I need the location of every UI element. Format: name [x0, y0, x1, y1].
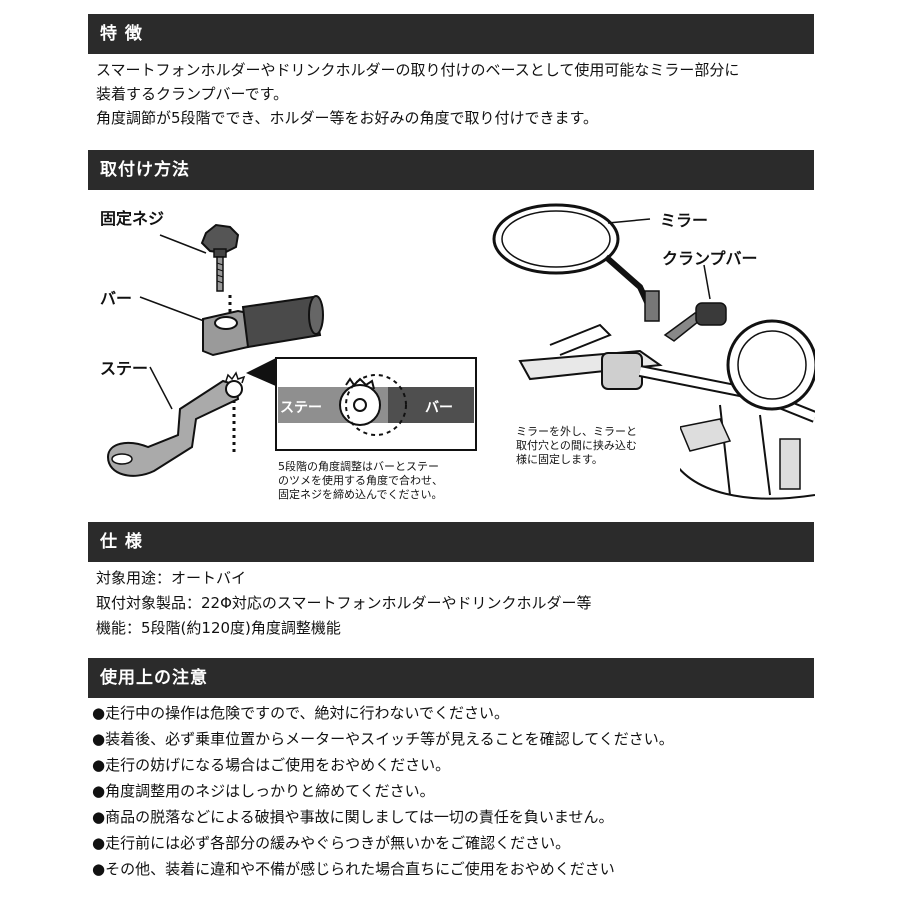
install-heading-bar: 取付け方法 — [88, 150, 814, 190]
features-heading-bar: 特 徴 — [88, 14, 814, 54]
detail-label-stay: ステー — [280, 400, 322, 416]
caption-right-line-3: 様に固定します。 — [516, 453, 603, 466]
caution-item-1: ●走行中の操作は危険ですので、絶対に行わないでください。 — [92, 704, 510, 722]
specs-line-3: 機能：5段階(約120度)角度調整機能 — [96, 619, 341, 637]
caption-left-line-2: のツメを使用する角度で合わせ、 — [278, 474, 443, 487]
caption-right-line-1: ミラーを外し、ミラーと — [516, 425, 637, 438]
features-line-3: 角度調節が5段階ででき、ホルダー等をお好みの角度で取り付けできます。 — [96, 109, 598, 127]
angle-detail-box — [275, 357, 477, 451]
motorcycle-mount-illustration — [492, 203, 815, 500]
caption-left-line-3: 固定ネジを締め込んでください。 — [278, 488, 443, 501]
label-mirror: ミラー — [660, 211, 709, 230]
stay-image — [106, 371, 246, 477]
caution-item-6: ●走行前には必ず各部分の緩みやぐらつきが無いかをご確認ください。 — [92, 834, 571, 852]
caption-right-line-2: 取付穴との間に挟み込む — [516, 439, 637, 452]
label-clamp-bar: クランプバー — [662, 249, 758, 268]
caption-left-line-1: 5段階の角度調整はバーとステー — [278, 460, 439, 473]
detail-label-bar: バー — [425, 400, 453, 416]
specs-line-2: 取付対象製品：22Φ対応のスマートフォンホルダーやドリンクホルダー等 — [96, 594, 592, 612]
bar-image — [202, 295, 324, 357]
features-heading: 特 徴 — [100, 24, 143, 44]
caution-item-7: ●その他、装着に違和や不備が感じられた場合直ちにご使用をおやめください — [92, 860, 615, 878]
caution-item-5: ●商品の脱落などによる破損や事故に関しましては一切の責任を負いません。 — [92, 808, 614, 826]
exploded-parts-illustration — [106, 223, 477, 477]
cautions-heading-bar: 使用上の注意 — [88, 658, 814, 698]
label-stay: ステー — [100, 359, 149, 378]
caution-item-4: ●角度調整用のネジはしっかりと締めてください。 — [92, 782, 435, 800]
specs-heading: 仕 様 — [100, 532, 143, 552]
label-bar: バー — [100, 289, 133, 308]
caution-item-2: ●装着後、必ず乗車位置からメーターやスイッチ等が見えることを確認してください。 — [92, 730, 674, 748]
fixing-screw-image — [200, 223, 240, 292]
clamp-bar-image — [663, 302, 727, 342]
features-line-1: スマートフォンホルダーやドリンクホルダーの取り付けのベースとして使用可能なミラー… — [96, 61, 740, 79]
caution-item-3: ●走行の妨げになる場合はご使用をおやめください。 — [92, 756, 451, 774]
install-heading: 取付け方法 — [100, 160, 190, 180]
specs-line-1: 対象用途：オートバイ — [96, 569, 247, 587]
cautions-heading: 使用上の注意 — [100, 668, 208, 688]
specs-heading-bar: 仕 様 — [88, 522, 814, 562]
features-line-2: 装着するクランプバーです。 — [96, 85, 289, 103]
label-fixing-screw: 固定ネジ — [100, 209, 165, 228]
mirror-image — [492, 203, 660, 322]
